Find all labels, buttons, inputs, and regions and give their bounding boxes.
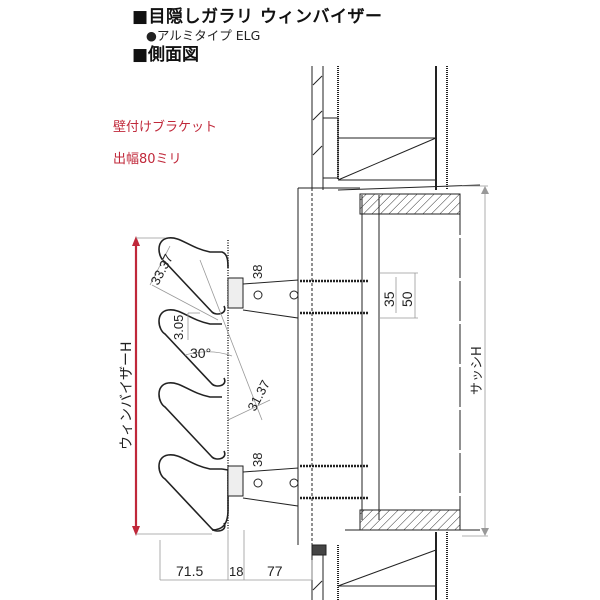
dimension-lines	[149, 185, 488, 581]
louver-offset-dim: 31.37	[244, 378, 273, 414]
bracket-note: 壁付けブラケット	[113, 120, 218, 135]
title-block: ■目隠しガラリ ウィンバイザー ●アルミタイプ ELG ■側面図	[132, 6, 382, 66]
wall-bracket-bottom	[227, 464, 368, 507]
product-title: ■目隠しガラリ ウィンバイザー	[132, 7, 383, 27]
depth-gap-dim: 18	[229, 564, 243, 579]
section-title: ■側面図	[132, 45, 200, 65]
visor-height-label: ウィンバイザーH	[119, 341, 135, 450]
angle-dim: 30°	[190, 345, 211, 361]
depth-bracket-dim: 77	[267, 563, 283, 579]
bracket-bottom-dim: 38	[250, 453, 265, 467]
visor-height-arrow	[132, 236, 212, 536]
louver-thickness-dim: 3.05	[171, 315, 186, 340]
product-subtitle: ●アルミタイプ ELG	[146, 28, 261, 43]
bracket-top-dim: 38	[250, 265, 265, 279]
depth-note: 出幅80ミリ	[113, 152, 182, 167]
window-frame	[297, 66, 481, 600]
sash-height-label: サッシH	[470, 346, 485, 395]
louvers	[158, 237, 229, 532]
wall-bracket-top	[227, 277, 368, 319]
depth-louver-dim: 71.5	[176, 563, 203, 579]
screw-pitch-dim: 35	[381, 291, 397, 307]
bracket-height-dim: 50	[399, 291, 415, 307]
